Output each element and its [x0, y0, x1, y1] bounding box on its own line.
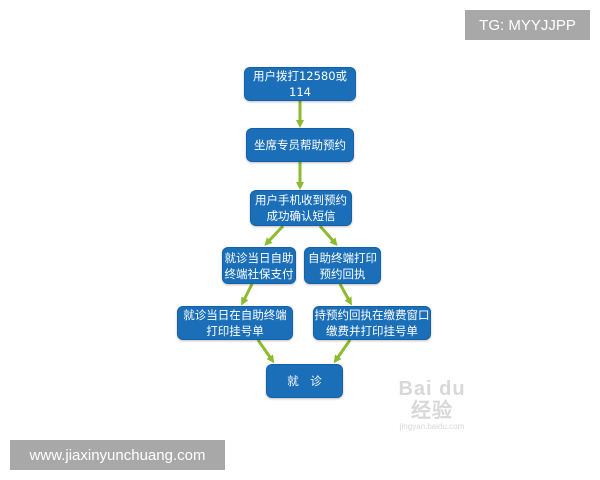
flow-node-window-payment: 持预约回执在缴费窗口 缴费并打印挂号单	[313, 306, 431, 340]
flow-node-sms-confirmation: 用户手机收到预约 成功确认短信	[250, 190, 352, 226]
baidu-watermark: Bai du 经验 jingyan.baidu.com	[386, 378, 478, 431]
bottom-url-tag: www.jiaxinyunchuang.com	[10, 440, 225, 470]
flow-node-self-service-payment: 就诊当日自助 终端社保支付	[222, 247, 296, 284]
watermark-url: jingyan.baidu.com	[399, 422, 465, 431]
top-tag: TG: MYYJJPP	[465, 10, 590, 40]
watermark-logo: Bai du 经验	[398, 378, 466, 422]
flow-node-agent-booking: 坐席专员帮助预约	[246, 128, 354, 162]
flow-node-dial-hotline: 用户拨打12580或114	[244, 67, 356, 101]
flow-node-consultation: 就 诊	[266, 364, 343, 398]
flow-node-print-receipt: 自助终端打印 预约回执	[304, 247, 381, 284]
flow-node-print-registration: 就诊当日在自助终端 打印挂号单	[177, 306, 293, 340]
